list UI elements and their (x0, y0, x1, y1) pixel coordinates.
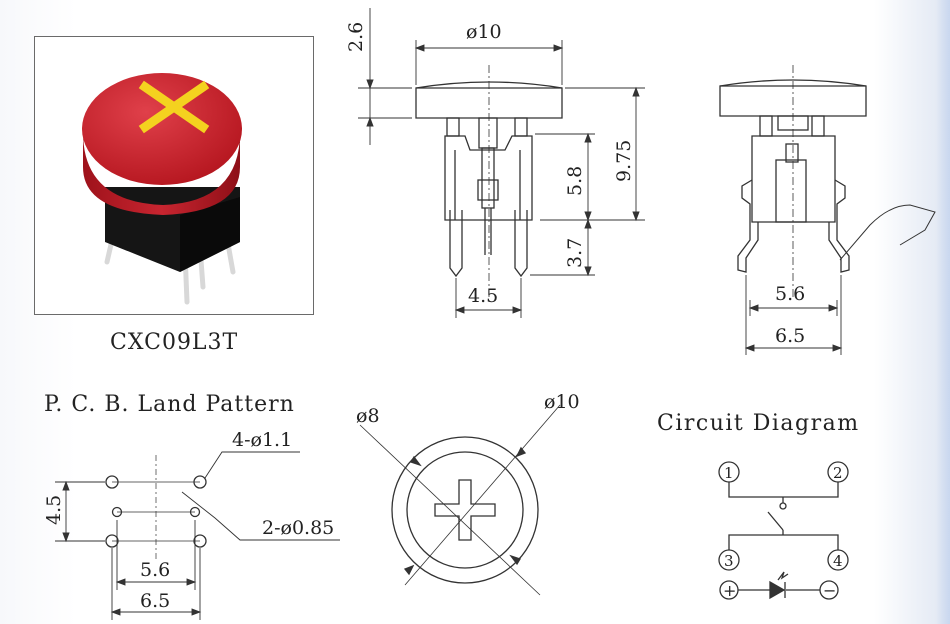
drawing-text: ø10 2.6 9.75 5.8 3.7 4.5 5.6 6.5 P. C. B… (43, 21, 860, 612)
front-diameter-label: ø10 (466, 21, 502, 43)
cap-top (82, 73, 242, 185)
pcb-inner-label: 5.6 (140, 559, 170, 581)
model-caption: CXC09L3T (110, 330, 239, 355)
side-view (719, 65, 936, 300)
circuit-plus: + (723, 581, 736, 600)
top-inner-label: ø8 (356, 405, 380, 427)
circuit-pin-2: 2 (833, 464, 843, 482)
product-photo-frame (34, 36, 314, 315)
cross-marking (138, 80, 210, 134)
circuit-pin-4: 4 (833, 552, 843, 570)
circuit-pin-1: 1 (724, 464, 734, 482)
pcb-vertical-label: 4.5 (43, 495, 65, 525)
pin-spacing-label: 4.5 (468, 285, 498, 307)
scan-edge-shadow (936, 0, 950, 624)
pcb-land-pattern (105, 455, 207, 560)
pcb-holes-small-label: 2-ø0.85 (262, 517, 334, 539)
pcb-title: P. C. B. Land Pattern (44, 392, 295, 417)
product-photo (82, 73, 242, 305)
pin-length-label: 3.7 (564, 238, 586, 268)
front-view (415, 65, 563, 300)
circuit-minus: − (823, 581, 836, 600)
circuit-diagram (718, 461, 849, 600)
circuit-title: Circuit Diagram (657, 411, 860, 436)
pcb-outer-label: 6.5 (140, 590, 170, 612)
pcb-holes-large-label: 4-ø1.1 (232, 429, 292, 451)
front-dimensions (358, 8, 645, 318)
top-view (359, 404, 561, 596)
total-height-label: 9.75 (613, 140, 635, 182)
body-height-label: 5.8 (564, 166, 586, 196)
top-outer-label: ø10 (544, 391, 580, 413)
side-dimensions (744, 275, 843, 355)
side-outer-label: 6.5 (775, 325, 805, 347)
cap-height-label: 2.6 (345, 22, 367, 52)
circuit-pin-3: 3 (724, 552, 734, 570)
pcb-dimensions (55, 451, 340, 620)
side-inner-label: 5.6 (775, 283, 805, 305)
